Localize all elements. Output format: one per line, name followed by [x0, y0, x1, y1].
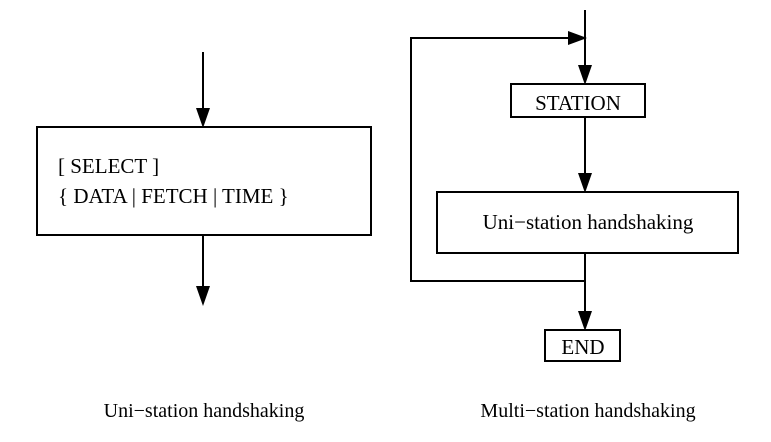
uni-station-block-label: Uni−station handshaking: [483, 210, 694, 234]
panel-uni-station: [ SELECT ] { DATA | FETCH | TIME } Uni−s…: [36, 52, 372, 422]
select-block-box[interactable]: [36, 126, 372, 236]
edge-top-into-station: [578, 10, 592, 85]
arrowhead-down-into-station: [578, 65, 592, 85]
edge-station-to-uni-station: [578, 117, 592, 193]
arrowhead-down-into-select: [196, 108, 210, 128]
end-block-label: END: [561, 335, 604, 359]
select-block-line-1: [ SELECT ]: [58, 154, 159, 178]
edge-line-feedback-loop: [410, 37, 585, 282]
arrowhead-down-into-uni-station: [578, 173, 592, 193]
arrowhead-down-out-of-select: [196, 286, 210, 306]
edge-feedback-loop: [410, 31, 587, 282]
arrowhead-down-into-end: [578, 311, 592, 331]
end-block-box[interactable]: [544, 329, 621, 362]
caption-multi-station: Multi−station handshaking: [480, 400, 695, 422]
edge-out-of-select-block: [196, 235, 210, 306]
caption-uni-station: Uni−station handshaking: [104, 400, 305, 422]
station-block-label: STATION: [535, 91, 621, 115]
panel-multi-station: STATION Uni−station handshaking END Mult…: [410, 10, 739, 422]
station-block-box[interactable]: [510, 83, 646, 118]
uni-station-block-box[interactable]: [436, 191, 739, 254]
arrowhead-right-feedback-loop: [568, 31, 587, 45]
edge-into-select-block: [196, 52, 210, 128]
edge-uni-station-to-end: [578, 253, 592, 331]
select-block-line-2: { DATA | FETCH | TIME }: [58, 184, 289, 208]
